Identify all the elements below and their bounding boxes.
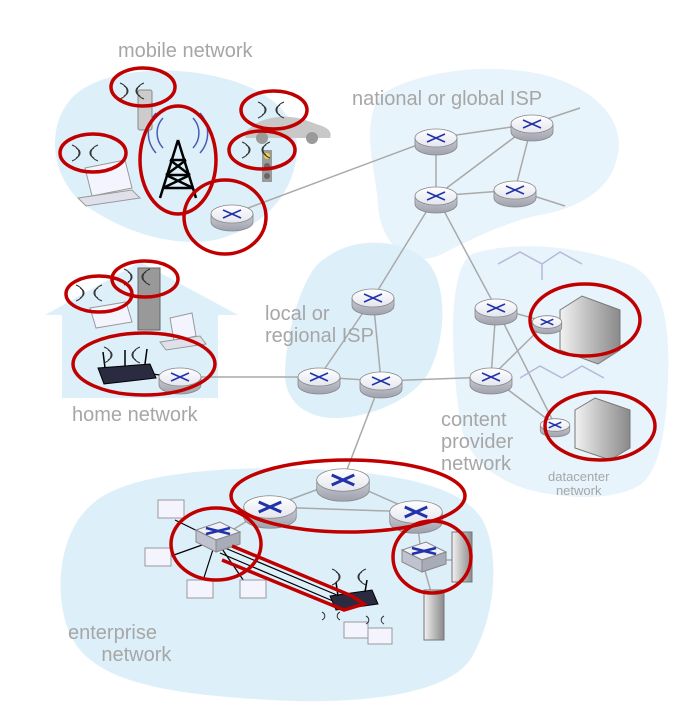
mobile-network-label: mobile network xyxy=(118,40,253,62)
datacenter-servers xyxy=(497,251,631,461)
wifi-icon xyxy=(321,611,341,621)
home-wireless-router xyxy=(97,348,157,385)
link xyxy=(435,195,497,309)
link xyxy=(224,547,345,599)
router-icon xyxy=(414,128,458,156)
highlight-ellipse xyxy=(229,458,467,534)
wifi-icon xyxy=(365,615,385,625)
router-icon xyxy=(210,204,254,232)
cell-tower xyxy=(147,112,209,199)
highlights xyxy=(58,66,657,612)
home-laptops xyxy=(89,301,207,351)
highlight-ellipse xyxy=(543,390,657,462)
highlight-ellipse xyxy=(71,331,217,397)
router-icon xyxy=(297,367,341,395)
wifi-icon xyxy=(75,284,103,302)
datacenter-label: datacenter network xyxy=(548,469,610,499)
router-icon xyxy=(243,495,297,529)
traffic-light xyxy=(262,150,272,182)
router-icon xyxy=(474,298,518,326)
highlight-ellipse xyxy=(109,66,177,108)
wifi-icon xyxy=(119,82,145,100)
link xyxy=(219,552,341,605)
switch-icon xyxy=(400,541,448,573)
link xyxy=(372,195,437,299)
wireless-signals xyxy=(71,82,385,625)
wifi-icon xyxy=(331,568,367,586)
highlight-ellipse xyxy=(391,519,473,595)
router-icon xyxy=(316,468,370,502)
router-icon xyxy=(359,371,403,399)
highlight-ellipse xyxy=(138,104,218,216)
highlight-link xyxy=(221,544,369,612)
switch-icon xyxy=(194,521,242,553)
devices xyxy=(76,89,631,645)
routers xyxy=(158,114,571,573)
content-provider-label: content provider network xyxy=(441,409,514,475)
wifi-icon xyxy=(241,141,271,159)
highlight-ellipse xyxy=(528,282,642,358)
highlight-ellipse xyxy=(58,132,128,174)
local-isp-label: local or regional ISP xyxy=(265,303,374,347)
router-icon xyxy=(351,288,395,316)
wifi-icon xyxy=(103,346,141,364)
enterprise-label: enterprise network xyxy=(68,622,172,666)
wifi-icon xyxy=(71,144,99,162)
national-isp-label: national or global ISP xyxy=(352,88,543,110)
highlight-ellipse xyxy=(227,129,297,171)
router-icon xyxy=(531,315,563,335)
router-icon xyxy=(158,367,202,395)
highlight-ellipse xyxy=(110,259,180,299)
link xyxy=(495,307,556,426)
wifi-icon xyxy=(257,101,285,119)
link xyxy=(231,137,437,215)
highlight-ellipse xyxy=(169,506,263,582)
router-icon xyxy=(469,367,513,395)
home-fridge xyxy=(137,267,161,331)
router-icon xyxy=(510,114,554,142)
router-icon xyxy=(493,180,537,208)
highlight-ellipse xyxy=(182,178,268,256)
router-icon xyxy=(414,186,458,214)
home-network-label: home network xyxy=(72,404,198,426)
highlight-ellipse xyxy=(239,89,309,131)
enterprise-desktops xyxy=(144,499,393,645)
laptop xyxy=(76,159,142,207)
